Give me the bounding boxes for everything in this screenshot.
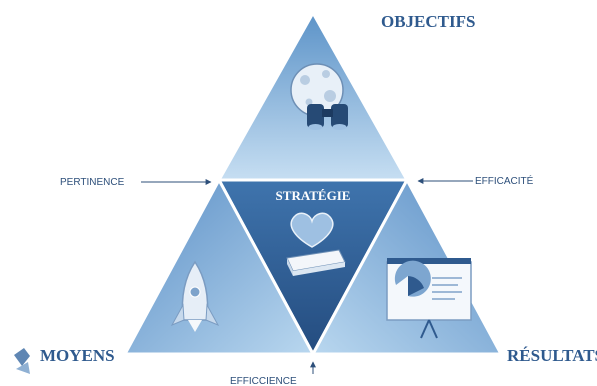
relation-label-bottom: EFFICCIENCE (230, 376, 297, 386)
relation-arrows (141, 178, 473, 374)
relation-label-left: PERTINENCE (60, 177, 125, 188)
vertex-label-bottom-right: RÉSULTATS (507, 346, 597, 365)
small-logo-icon (14, 348, 30, 374)
rocket-icon (170, 260, 220, 332)
presentation-board-icon (386, 258, 472, 339)
vertex-label-top: OBJECTIFS (381, 12, 475, 31)
vertex-label-bottom-left: MOYENS (40, 346, 115, 365)
relation-label-right: EFFICACITÉ (475, 174, 534, 187)
section-bottom-left (122, 176, 316, 356)
heart-book-icon (286, 212, 346, 276)
center-label: STRATÉGIE (276, 188, 351, 203)
moon-binoculars-icon (290, 63, 348, 130)
